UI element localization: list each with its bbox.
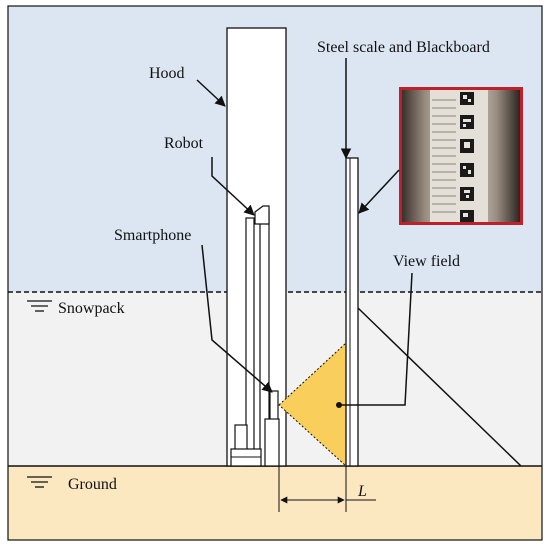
support-strut xyxy=(357,307,522,467)
view-field-leader-line xyxy=(339,272,413,406)
ground-label: Ground xyxy=(68,476,117,493)
snowpack-level-symbol xyxy=(27,300,52,312)
robot-head xyxy=(254,205,270,225)
snowpack-label: Snowpack xyxy=(58,300,125,317)
distance-label: L xyxy=(357,483,367,500)
steel-scale-label: Steel scale and Blackboard xyxy=(317,39,490,56)
smartphone-label: Smartphone xyxy=(114,227,191,244)
robot-base-block xyxy=(234,424,248,451)
steel-scale xyxy=(345,157,359,467)
hood-label: Hood xyxy=(149,65,185,82)
view-field-label: View field xyxy=(393,253,460,270)
robot-label: Robot xyxy=(164,135,204,152)
inset-leader-arrow xyxy=(358,169,400,214)
smartphone-leader-arrow xyxy=(201,244,273,393)
hood-leader-arrow xyxy=(196,79,226,107)
figure-border xyxy=(7,5,543,541)
smartphone-mount xyxy=(264,418,280,467)
robot-leader-arrow xyxy=(211,157,255,216)
ground-level-symbol xyxy=(27,476,52,488)
inset-photo xyxy=(402,90,520,222)
ground-region xyxy=(8,466,542,540)
